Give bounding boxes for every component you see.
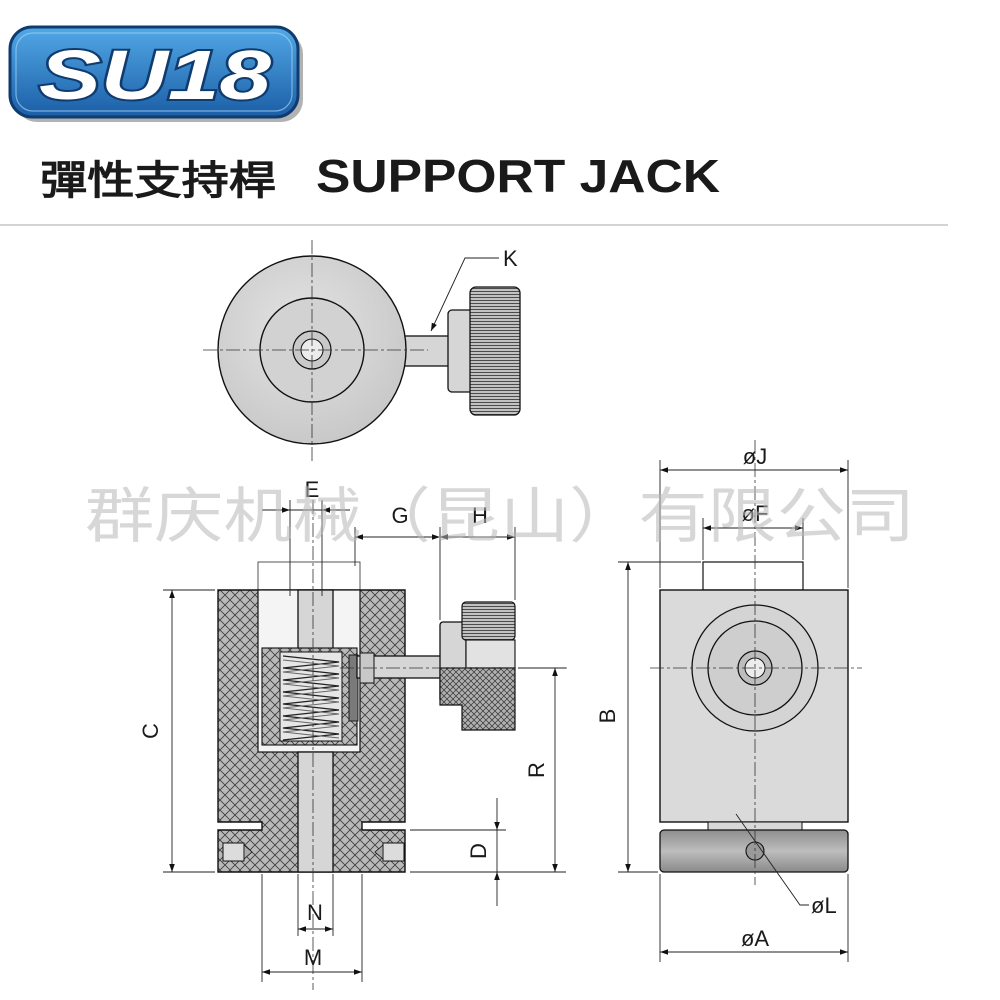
knob-knurled-section <box>439 667 516 731</box>
top-view-shaft <box>401 335 453 367</box>
label-A: øA <box>741 926 769 951</box>
label-C: C <box>138 723 163 739</box>
knob-knurled-top <box>461 601 516 641</box>
set-screw-left <box>222 842 245 862</box>
title-chinese: 彈性支持桿 <box>40 158 276 204</box>
plunger-lower-shaft <box>297 751 334 873</box>
side-view-dimensions: øJ øF B øL øA <box>595 444 849 962</box>
company-watermark: 群庆机械（昆山）有限公司 <box>85 482 915 552</box>
knob-hub <box>465 639 516 669</box>
label-G: G <box>391 503 408 528</box>
lock-pad <box>348 654 359 722</box>
front-section-view <box>217 500 568 990</box>
label-H: H <box>472 503 488 528</box>
front-view-dimensions: E G H C R D N M <box>138 477 566 982</box>
leader-K <box>430 257 499 332</box>
set-screw-right <box>382 842 405 862</box>
product-code-badge: SU18 <box>8 25 303 122</box>
label-E: E <box>305 477 320 502</box>
leader-L <box>735 813 809 906</box>
badge-background <box>8 25 300 119</box>
label-N: N <box>307 900 323 925</box>
plunger-protrusion-outline <box>257 561 361 591</box>
badge-code-text: SU18 <box>39 36 271 114</box>
label-D: D <box>466 843 491 859</box>
set-screw-left-tip <box>243 844 253 860</box>
page-title: 彈性支持桿 SUPPORT JACK <box>40 150 720 204</box>
plunger-upper-shaft <box>297 589 334 651</box>
label-R: R <box>524 762 549 778</box>
label-M: M <box>304 945 322 970</box>
label-L: øL <box>811 893 837 918</box>
label-K: K <box>503 246 518 271</box>
label-B: B <box>595 709 620 724</box>
badge-inner-border <box>15 32 293 112</box>
compression-spring-shadow <box>282 659 340 739</box>
side-view <box>650 440 862 885</box>
set-screw-right-tip <box>374 844 384 860</box>
top-view-knurled-knob <box>469 286 521 416</box>
label-F: øF <box>742 501 769 526</box>
side-view-top-boss <box>702 561 804 591</box>
label-J: øJ <box>743 444 767 469</box>
top-view: K <box>203 240 521 462</box>
title-english: SUPPORT JACK <box>316 150 720 202</box>
